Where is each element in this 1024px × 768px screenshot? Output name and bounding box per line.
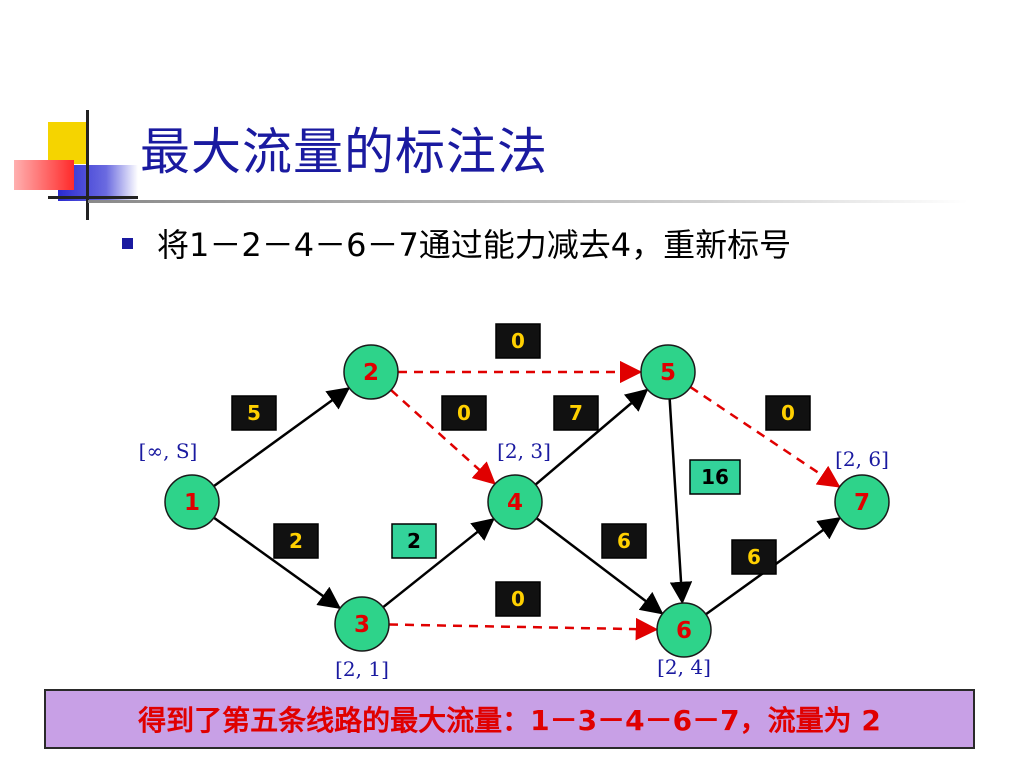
capacity-box-1-2: 5 bbox=[231, 395, 277, 431]
edge-3-4 bbox=[382, 518, 495, 609]
edge-4-6 bbox=[535, 517, 664, 615]
capacity-value: 5 bbox=[247, 401, 261, 425]
result-text: 得到了第五条线路的最大流量：1－3－4－6－7，流量为 2 bbox=[138, 704, 881, 737]
node-5: 5 bbox=[640, 344, 696, 400]
capacity-value: 0 bbox=[511, 587, 525, 611]
node-tag-6: [2, 4] bbox=[657, 655, 711, 679]
edge-1-2 bbox=[213, 387, 351, 488]
node-label: 6 bbox=[676, 618, 692, 644]
nodes-layer: 1 2 3 4 5 6 7 bbox=[164, 344, 890, 658]
capacity-value: 0 bbox=[457, 401, 471, 425]
capacity-value: 6 bbox=[617, 529, 631, 553]
ornament-yellow-square bbox=[48, 122, 88, 164]
title-divider bbox=[88, 200, 968, 203]
capacity-value: 7 bbox=[569, 401, 583, 425]
capacity-value: 2 bbox=[407, 529, 421, 553]
page-title: 最大流量的标注法 bbox=[140, 123, 548, 181]
edge-4-5 bbox=[534, 388, 649, 486]
capacity-value: 0 bbox=[511, 329, 525, 353]
node-3: 3 bbox=[334, 596, 390, 652]
capacity-box-6-7: 6 bbox=[731, 539, 777, 575]
node-label: 5 bbox=[660, 360, 676, 386]
node-tag-7: [2, 6] bbox=[835, 447, 889, 471]
capacity-box-2-4: 0 bbox=[441, 395, 487, 431]
capacity-box-4-6: 6 bbox=[601, 523, 647, 559]
node-label: 1 bbox=[184, 490, 200, 516]
capacity-labels-layer: 0 5 0 7 0 16 2 2 6 6 0 bbox=[231, 323, 811, 617]
result-box: 得到了第五条线路的最大流量：1－3－4－6－7，流量为 2 bbox=[44, 689, 975, 749]
ornament-vertical-line bbox=[86, 110, 89, 220]
capacity-value: 6 bbox=[747, 545, 761, 569]
node-tag-1: [∞, S] bbox=[139, 439, 198, 463]
edge-5-6 bbox=[668, 398, 693, 605]
capacity-box-3-6: 0 bbox=[495, 581, 541, 617]
node-1: 1 bbox=[164, 474, 220, 530]
capacity-box-5-7: 0 bbox=[765, 395, 811, 431]
capacity-box-2-5: 0 bbox=[495, 323, 541, 359]
edge-1-3 bbox=[213, 516, 342, 609]
edge-3-6 bbox=[388, 617, 659, 641]
node-label: 7 bbox=[854, 490, 870, 516]
capacity-box-1-3: 2 bbox=[273, 523, 319, 559]
capacity-box-5-6: 16 bbox=[689, 459, 741, 495]
node-label: 3 bbox=[354, 612, 370, 638]
node-labels-layer: [∞, S] [2, 3] [2, 6] [2, 1] [2, 4] bbox=[139, 439, 889, 681]
edge-2-4 bbox=[390, 389, 496, 485]
capacity-value: 2 bbox=[289, 529, 303, 553]
bullet-text: 将1－2－4－6－7通过能力减去4，重新标号 bbox=[157, 226, 792, 264]
ornament-horizontal-line bbox=[48, 196, 138, 199]
node-4: 4 bbox=[487, 474, 543, 530]
node-7: 7 bbox=[834, 474, 890, 530]
ornament-red-bar bbox=[14, 160, 74, 190]
node-tag-4: [2, 3] bbox=[497, 439, 551, 463]
edge-5-7 bbox=[689, 385, 841, 488]
node-2: 2 bbox=[343, 344, 399, 400]
bullet-item: 将1－2－4－6－7通过能力减去4，重新标号 bbox=[122, 220, 791, 266]
edges-layer bbox=[213, 360, 842, 641]
bullet-square-icon bbox=[122, 237, 133, 249]
capacity-box-4-5: 7 bbox=[553, 395, 599, 431]
node-6: 6 bbox=[656, 602, 712, 658]
capacity-box-3-4: 2 bbox=[391, 523, 437, 559]
node-label: 4 bbox=[507, 490, 523, 516]
capacity-value: 16 bbox=[701, 465, 729, 489]
capacity-value: 0 bbox=[781, 401, 795, 425]
node-label: 2 bbox=[363, 360, 379, 386]
node-tag-3: [2, 1] bbox=[335, 657, 389, 681]
